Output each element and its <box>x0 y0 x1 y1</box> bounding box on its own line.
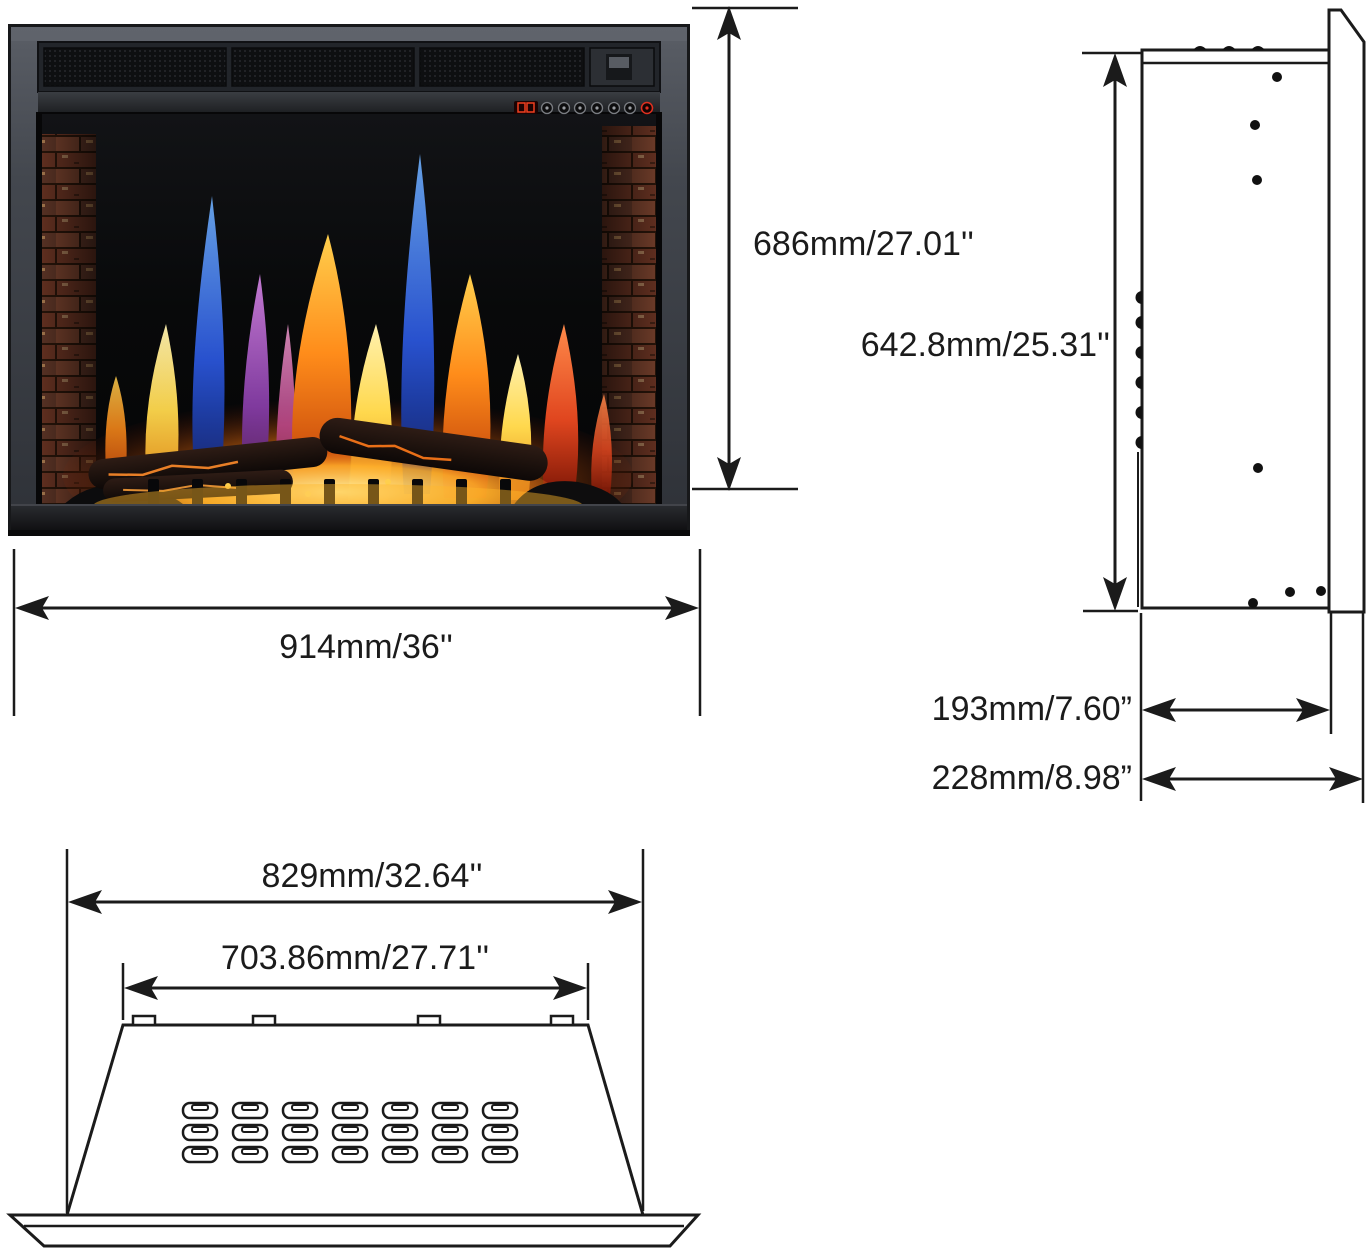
control-panel <box>514 101 654 115</box>
flame-scene <box>60 154 633 508</box>
screw-holes <box>1248 72 1326 608</box>
side-height-label: 642.8mm/25.31'' <box>860 326 1110 364</box>
hearth-glow <box>93 484 583 508</box>
side-depth-total-label: 228mm/8.98” <box>931 759 1132 797</box>
side-depth-dimensions <box>1139 613 1365 803</box>
top-view-tabs <box>131 1014 575 1027</box>
control-button-icons <box>540 101 654 115</box>
hearth-base <box>11 504 687 533</box>
flame-blue-left <box>192 196 225 494</box>
flame-purple <box>242 274 270 496</box>
flame-red-far-right <box>591 394 612 496</box>
front-width-dimension-arrow <box>12 549 702 716</box>
flame-red-right <box>542 324 579 498</box>
bezel-lower-lip <box>38 92 660 114</box>
front-frame-strip <box>1327 8 1366 614</box>
side-view-drawing <box>1135 8 1366 614</box>
fireplace-front-art <box>8 24 690 536</box>
side-depth-body-label: 193mm/7.60” <box>931 690 1132 728</box>
brick-side-walls <box>42 126 656 508</box>
front-height-label: 686mm/27.01'' <box>753 225 974 263</box>
power-icon <box>640 101 654 115</box>
top-inner-width-label: 703.86mm/27.71'' <box>220 939 490 977</box>
top-view-front-flange <box>6 1213 702 1248</box>
side-height-dimension-arrow <box>1082 51 1143 613</box>
front-view-photo <box>8 24 690 536</box>
power-switch <box>589 47 655 87</box>
top-vent-grille <box>37 41 661 93</box>
flame-blue-right <box>401 154 435 494</box>
top-view-drawing <box>6 849 702 1248</box>
flange-screws <box>1193 46 1265 50</box>
top-view-louvers <box>181 1101 519 1164</box>
burning-logs <box>60 417 625 508</box>
front-width-label: 914mm/36'' <box>279 628 453 666</box>
top-inner-width-dimension-arrow <box>121 963 590 1020</box>
top-outer-width-label: 829mm/32.64'' <box>261 857 483 895</box>
top-outer-width-dimension-arrow <box>68 890 642 914</box>
side-louver-bumps <box>1135 291 1142 449</box>
front-height-dimension-arrow <box>692 6 798 491</box>
top-view-body <box>64 1023 645 1217</box>
flames <box>105 154 612 502</box>
grate-teeth <box>148 479 511 508</box>
temperature-display <box>514 101 538 114</box>
